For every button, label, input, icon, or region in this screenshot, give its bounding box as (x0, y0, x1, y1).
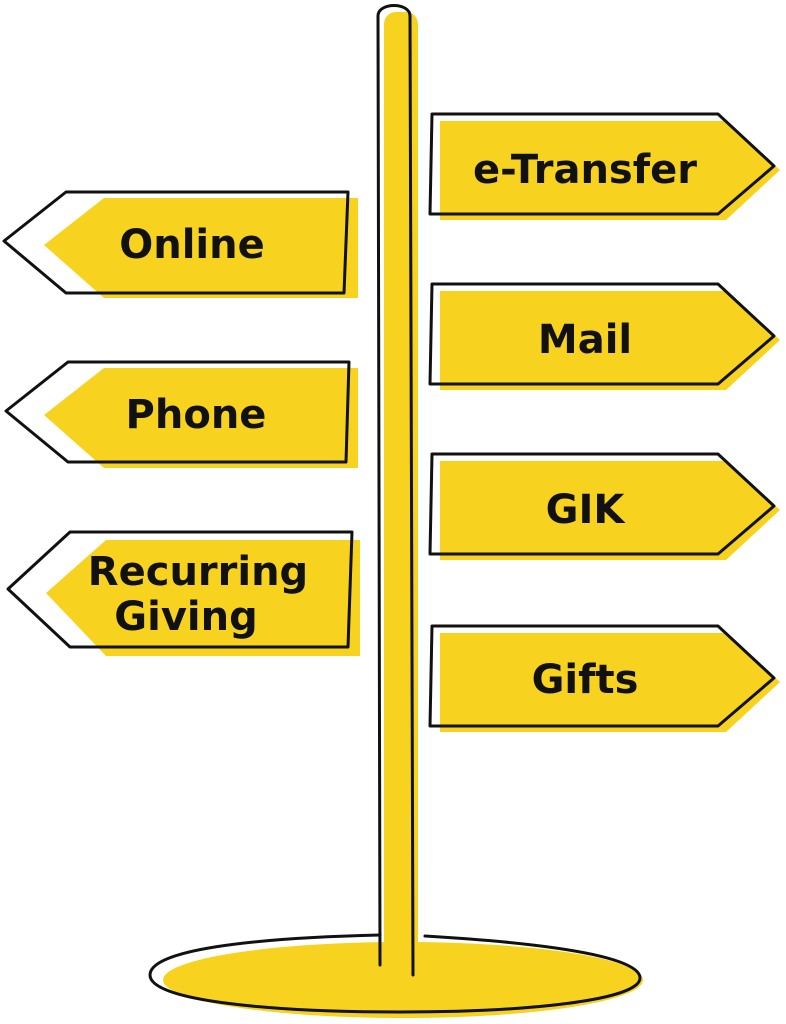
sign-gik (428, 452, 780, 560)
sign-label-phone: Phone (126, 392, 267, 438)
sign-label-online: Online (119, 222, 265, 268)
sign-label-e-transfer: e-Transfer (473, 147, 697, 193)
sign-phone (4, 360, 358, 468)
sign-online (2, 190, 358, 298)
sign-e-transfer (428, 112, 780, 220)
sign-label-gifts: Gifts (532, 657, 639, 703)
base-outline (148, 933, 642, 1014)
sign-mail (428, 282, 780, 390)
signpost-pole (376, 4, 418, 980)
sign-recurring-giving (6, 530, 360, 656)
sign-gifts (428, 624, 780, 732)
sign-label-mail: Mail (538, 317, 632, 363)
sign-label-giving: Giving (114, 594, 257, 640)
sign-label-gik: GIK (546, 487, 627, 533)
pole-outline (376, 4, 415, 977)
sign-label-recurring: Recurring (88, 549, 308, 595)
